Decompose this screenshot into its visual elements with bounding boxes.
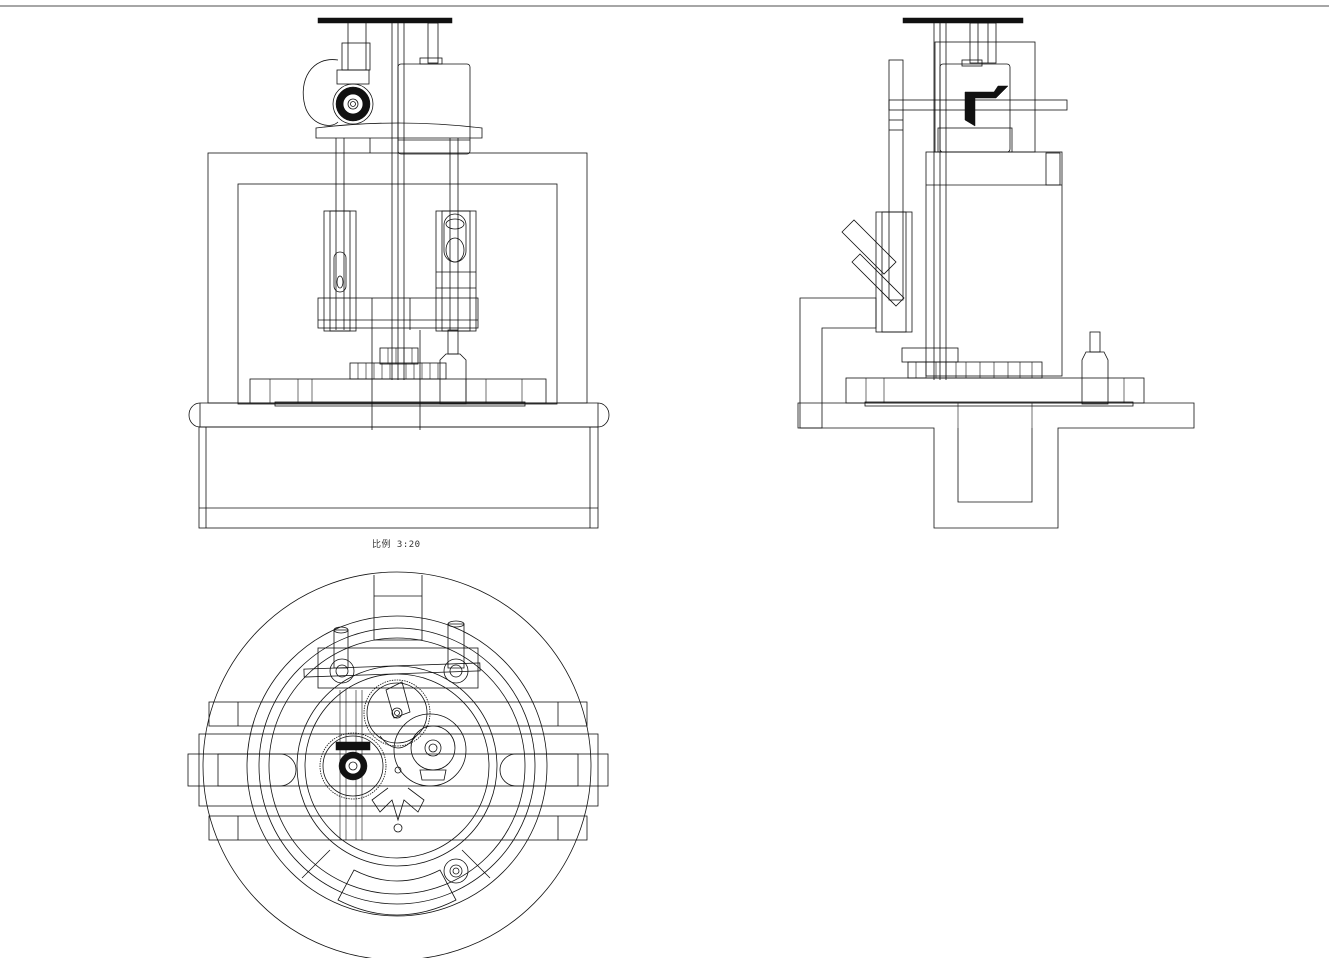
- side-pen-upper: [841, 219, 897, 275]
- front-frame-inner: [237, 183, 558, 405]
- front-top-knob: [317, 17, 453, 24]
- top-lower-rail: [208, 815, 588, 841]
- top-bolt: [443, 858, 469, 884]
- top-ratchet: [371, 735, 425, 833]
- side-pen-lower: [851, 253, 905, 307]
- front-top-plate: [315, 122, 483, 139]
- top-right-gear: [393, 713, 467, 787]
- front-worm-gear: [332, 69, 374, 125]
- front-view: [188, 17, 610, 529]
- front-base-plate: [188, 402, 610, 428]
- front-base-body: [198, 426, 599, 529]
- scale-label: 比例 3:20: [372, 540, 421, 550]
- front-cross-bar: [317, 297, 479, 329]
- side-top-knob: [902, 17, 1024, 24]
- top-upper-rail: [208, 701, 588, 727]
- front-motor: [397, 63, 471, 155]
- side-main-body: [925, 151, 1063, 377]
- top-upper-gear: [363, 679, 431, 747]
- side-view: [797, 17, 1195, 529]
- side-turntable: [845, 377, 1145, 404]
- top-right-slot: [499, 753, 579, 787]
- front-turntable: [249, 378, 547, 404]
- side-base: [797, 402, 1195, 529]
- top-view: [187, 571, 609, 961]
- side-pen-holder: [875, 211, 913, 333]
- top-pen-bar: [303, 620, 481, 689]
- front-cam: [302, 59, 339, 126]
- side-left-bracket: [799, 297, 877, 429]
- side-l-bracket: [964, 85, 1009, 127]
- front-right-holder: [435, 210, 477, 332]
- top-left-slot: [217, 753, 297, 787]
- front-left-holder: [323, 210, 357, 332]
- side-pen-arm: [888, 59, 904, 301]
- top-drive-gear: [319, 732, 387, 800]
- front-frame-outer: [207, 152, 588, 404]
